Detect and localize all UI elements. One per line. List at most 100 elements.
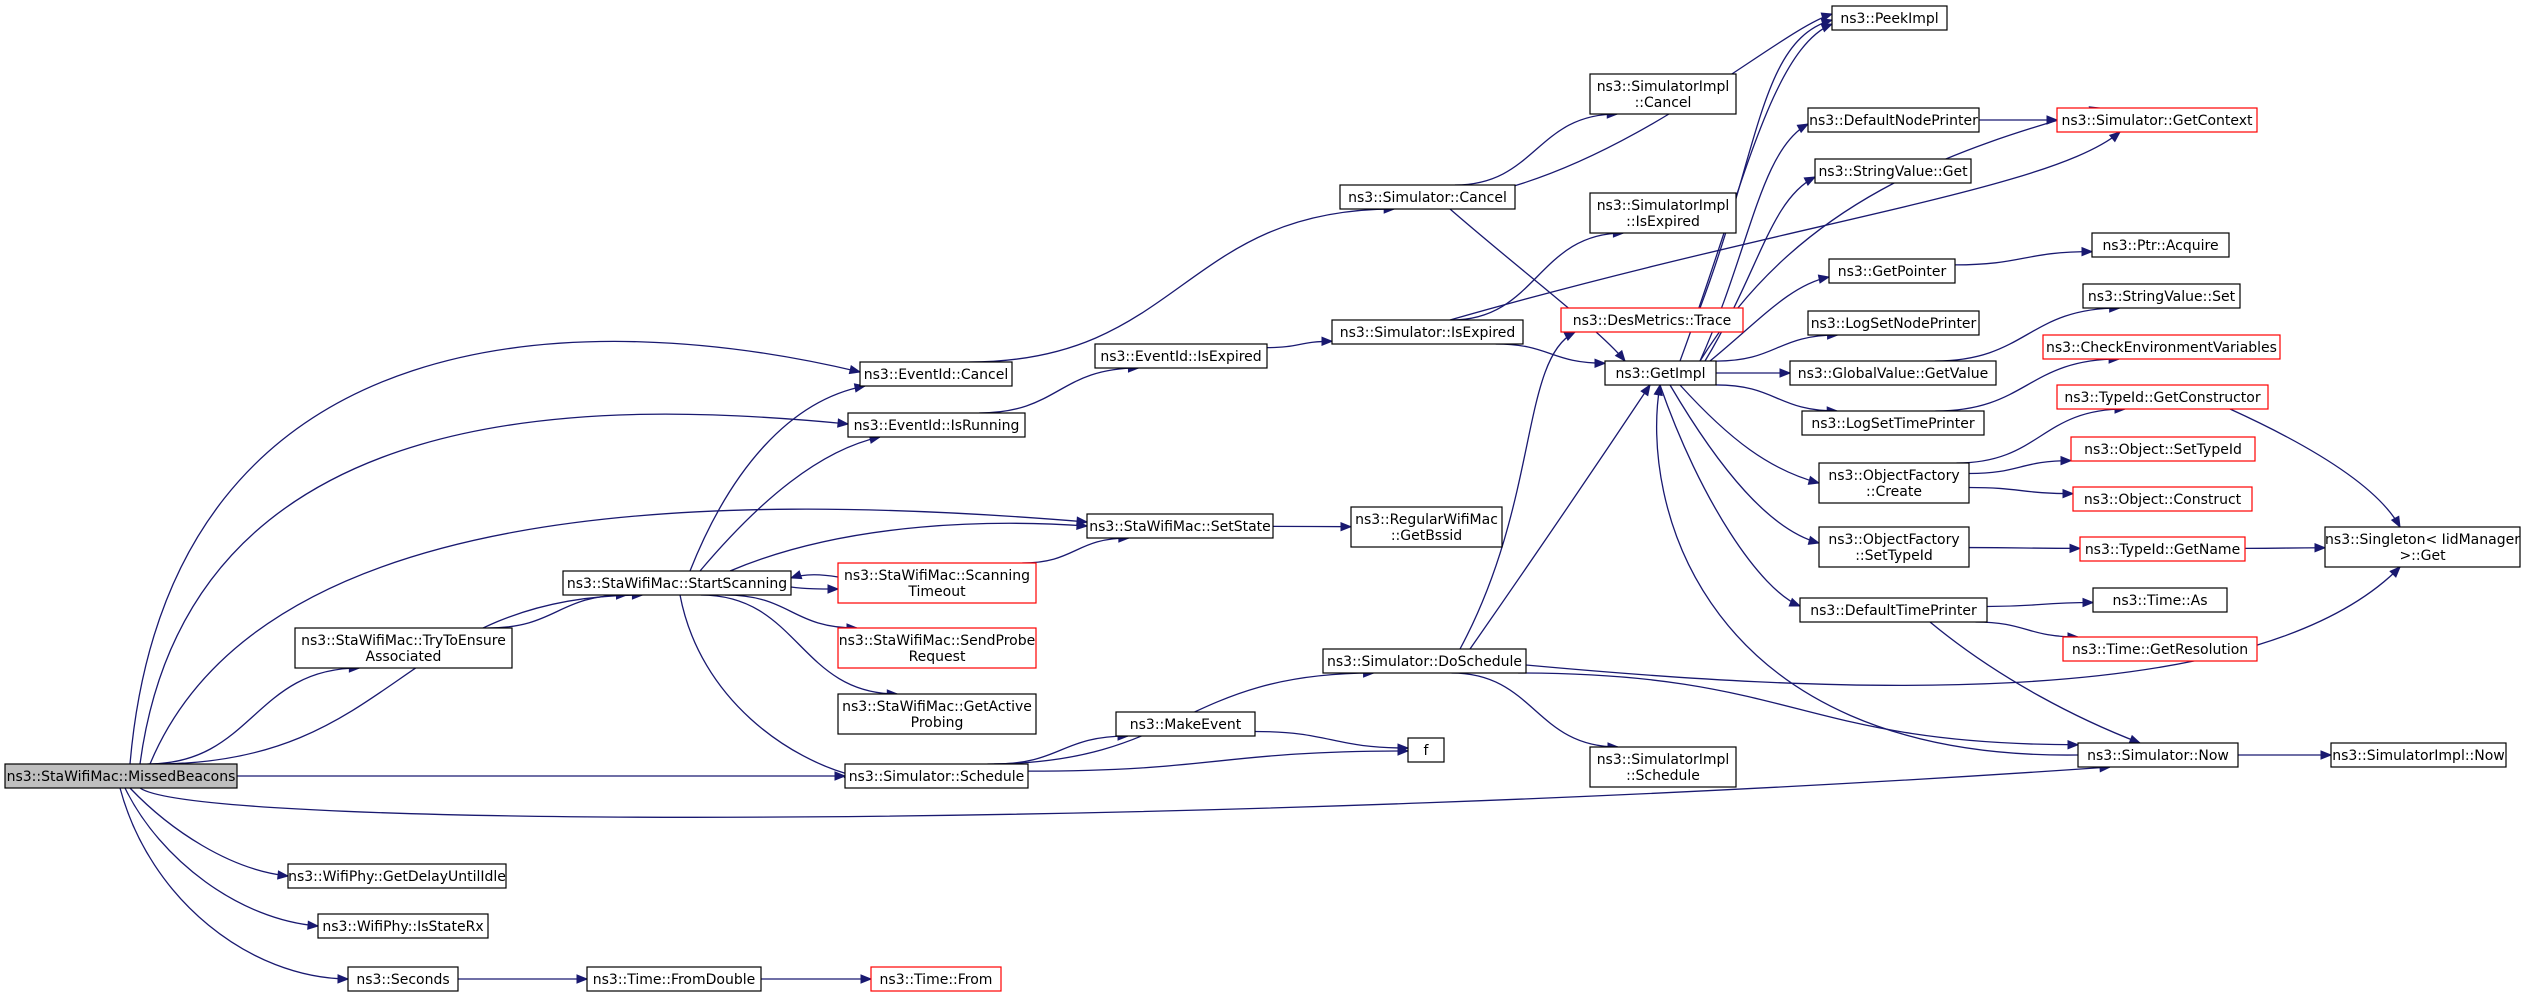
function-node-singleton[interactable]: ns3::Singleton< IidManager>::Get <box>2324 526 2521 568</box>
node-box <box>1589 192 1737 234</box>
function-node-ofsettypeid[interactable]: ns3::ObjectFactory::SetTypeId <box>1818 526 1970 568</box>
node-label: ns3::Ptr::Acquire <box>2102 238 2218 254</box>
call-edge-dosched-to-destrace <box>1459 331 1577 650</box>
function-node-fromdouble[interactable]: ns3::Time::FromDouble <box>586 966 762 992</box>
node-box <box>2056 107 2258 133</box>
node-label: ns3::Simulator::Schedule <box>849 769 1025 785</box>
function-node-simcancel[interactable]: ns3::Simulator::Cancel <box>1339 184 1516 210</box>
call-edge-missed-to-startscan <box>155 590 644 765</box>
node-box <box>287 863 507 889</box>
function-node-delayidle[interactable]: ns3::WifiPhy::GetDelayUntilIdle <box>287 863 507 889</box>
function-node-schedule[interactable]: ns3::Simulator::Schedule <box>844 763 1029 789</box>
function-node-deftimeprinter[interactable]: ns3::DefaultTimePrinter <box>1799 597 1988 623</box>
arrowhead-icon <box>848 364 862 375</box>
call-edge-getimpl-to-globalget <box>1716 368 1792 378</box>
node-box <box>2092 587 2228 613</box>
arrowhead-icon <box>2067 740 2080 750</box>
function-node-f[interactable]: f <box>1407 737 1445 763</box>
function-node-makeevent[interactable]: ns3::MakeEvent <box>1115 711 1256 737</box>
node-label: ns3::ObjectFactory <box>1828 532 1959 548</box>
function-node-simisexpired[interactable]: ns3::Simulator::IsExpired <box>1331 319 1524 345</box>
function-node-getresolution[interactable]: ns3::Time::GetResolution <box>2062 636 2258 662</box>
call-edge-ofcreate-to-objsettypeid <box>1968 455 2073 475</box>
node-label: ns3::Seconds <box>356 972 449 988</box>
function-node-evcancel[interactable]: ns3::EventId::Cancel <box>859 361 1013 387</box>
function-node-logsetnode[interactable]: ns3::LogSetNodePrinter <box>1807 310 1980 336</box>
function-node-getimpl[interactable]: ns3::GetImpl <box>1604 360 1717 386</box>
node-label: ns3::Singleton< IidManager <box>2325 532 2520 548</box>
function-node-implcancel[interactable]: ns3::SimulatorImpl::Cancel <box>1589 73 1737 115</box>
function-node-timefrom[interactable]: ns3::Time::From <box>870 966 1002 992</box>
function-node-implschedule[interactable]: ns3::SimulatorImpl::Schedule <box>1589 746 1737 788</box>
function-node-stringget[interactable]: ns3::StringValue::Get <box>1814 158 1972 184</box>
function-node-getbssid[interactable]: ns3::RegularWifiMac::GetBssid <box>1350 506 1503 548</box>
node-box <box>2077 742 2239 768</box>
function-node-getpointer[interactable]: ns3::GetPointer <box>1828 258 1956 284</box>
node-box <box>1331 319 1524 345</box>
node-label: ::Create <box>1866 484 1922 500</box>
function-node-ofcreate[interactable]: ns3::ObjectFactory::Create <box>1818 462 1970 504</box>
node-label: ns3::EventId::IsExpired <box>1100 349 1261 365</box>
call-edge-ofsettypeid-to-typeidgetname <box>1968 543 2082 554</box>
function-node-ptracquire[interactable]: ns3::Ptr::Acquire <box>2091 232 2230 258</box>
function-node-dosched[interactable]: ns3::Simulator::DoSchedule <box>1322 648 1527 674</box>
function-node-objconstruct[interactable]: ns3::Object::Construct <box>2072 486 2253 512</box>
call-edge-getimpl-to-deftimeprinter <box>1659 384 1802 607</box>
function-node-setstate[interactable]: ns3::StaWifiMac::SetState <box>1086 513 1274 539</box>
function-node-defnodeprinter[interactable]: ns3::DefaultNodePrinter <box>1807 107 1980 133</box>
arrowhead-icon <box>2320 750 2333 760</box>
arrowhead-icon <box>2081 246 2094 257</box>
arrowhead-icon <box>837 418 850 428</box>
node-label: ns3::MakeEvent <box>1130 717 1242 733</box>
node-label: ns3::StaWifiMac::TryToEnsure <box>301 633 506 649</box>
node-box <box>294 627 513 669</box>
call-edge-ofcreate-to-objconstruct <box>1968 486 2075 499</box>
call-edge-getimpl-to-ofsettypeid <box>1669 384 1821 545</box>
function-node-startscan[interactable]: ns3::StaWifiMac::StartScanning <box>562 570 792 596</box>
function-node-checkenv[interactable]: ns3::CheckEnvironmentVariables <box>2042 334 2281 360</box>
call-edge-dosched-to-singleton <box>1525 566 2401 687</box>
function-node-missed[interactable]: ns3::StaWifiMac::MissedBeacons <box>4 763 238 789</box>
function-node-destrace[interactable]: ns3::DesMetrics::Trace <box>1560 307 1744 333</box>
function-node-peekimpl[interactable]: ns3::PeekImpl <box>1831 5 1948 31</box>
function-node-typeidgetname[interactable]: ns3::TypeId::GetName <box>2079 536 2246 562</box>
node-label: ns3::SimulatorImpl <box>1597 198 1730 214</box>
node-label: ns3::Simulator::DoSchedule <box>1327 654 1522 670</box>
function-node-isstaterx[interactable]: ns3::WifiPhy::IsStateRx <box>317 913 489 939</box>
call-edge-evisexpired-to-simisexpired <box>1266 336 1334 349</box>
node-label: ns3::Object::Construct <box>2084 492 2242 508</box>
function-node-globalget[interactable]: ns3::GlobalValue::GetValue <box>1789 360 1997 386</box>
call-edge-missed-to-schedule <box>236 771 847 781</box>
function-nodes: ns3::StaWifiMac::MissedBeacons ns3::Event… <box>4 5 2521 992</box>
arrowhead-icon <box>2046 115 2059 125</box>
node-label: ns3::RegularWifiMac <box>1355 512 1498 528</box>
function-node-stringset[interactable]: ns3::StringValue::Set <box>2082 283 2241 309</box>
call-edge-simcancel-to-implcancel <box>1454 109 1619 186</box>
node-label: Probing <box>911 715 964 731</box>
function-node-simnow[interactable]: ns3::Simulator::Now <box>2077 742 2239 768</box>
node-label: ns3::Simulator::Cancel <box>1348 190 1507 206</box>
arrowhead-icon <box>789 570 803 580</box>
function-node-logsettime[interactable]: ns3::LogSetTimePrinter <box>1801 410 1985 436</box>
call-edge-missed-to-evrunning <box>139 413 850 765</box>
call-edge-missed-to-delayidle <box>129 787 290 880</box>
node-label: ns3::WifiPhy::IsStateRx <box>322 919 483 935</box>
function-node-implisexpired[interactable]: ns3::SimulatorImpl::IsExpired <box>1589 192 1737 234</box>
call-edge-dosched-to-getimpl <box>1469 383 1651 650</box>
function-node-objsettypeid[interactable]: ns3::Object::SetTypeId <box>2070 436 2256 462</box>
function-node-evisexpired[interactable]: ns3::EventId::IsExpired <box>1094 343 1268 369</box>
function-node-seconds[interactable]: ns3::Seconds <box>347 966 459 992</box>
arrowhead-icon <box>1803 176 1817 186</box>
function-node-implnow[interactable]: ns3::SimulatorImpl::Now <box>2330 742 2507 768</box>
node-label: ns3::GetPointer <box>1838 264 1947 280</box>
function-node-getconstructor[interactable]: ns3::TypeId::GetConstructor <box>2056 384 2269 410</box>
function-node-evrunning[interactable]: ns3::EventId::IsRunning <box>847 412 1026 438</box>
function-node-timeas[interactable]: ns3::Time::As <box>2092 587 2228 613</box>
node-label: ns3::EventId::Cancel <box>864 367 1009 383</box>
function-node-getcontext[interactable]: ns3::Simulator::GetContext <box>2056 107 2258 133</box>
